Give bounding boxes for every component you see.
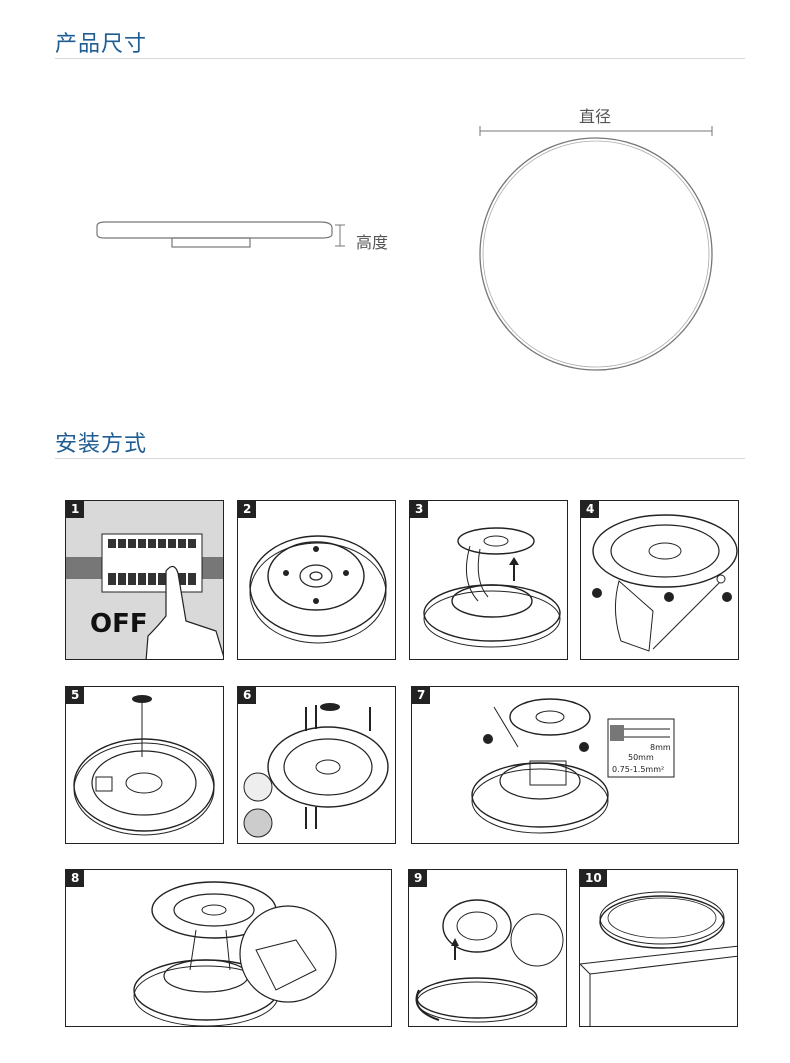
step-5-panel: 5 bbox=[65, 686, 224, 844]
diameter-label: 直径 bbox=[579, 107, 612, 126]
step-number: 10 bbox=[580, 870, 607, 887]
step-number: 1 bbox=[66, 501, 85, 518]
off-label: OFF bbox=[90, 609, 148, 639]
step-number: 8 bbox=[66, 870, 85, 887]
step-number: 7 bbox=[412, 687, 431, 704]
step-3-panel: 3 bbox=[409, 500, 568, 660]
step-number: 5 bbox=[66, 687, 85, 704]
step-2-panel: 2 bbox=[237, 500, 396, 660]
divider bbox=[55, 458, 745, 459]
step-number: 2 bbox=[238, 501, 257, 518]
step-number: 4 bbox=[581, 501, 600, 518]
divider bbox=[55, 58, 745, 59]
step-6-panel: 6 bbox=[237, 686, 396, 844]
wire-length: 50mm bbox=[628, 753, 654, 762]
step-1-panel: 1 OFF bbox=[65, 500, 224, 660]
wire-gauge: 0.75-1.5mm² bbox=[612, 765, 665, 774]
step-4-panel: 4 bbox=[580, 500, 739, 660]
step-7-panel: 7 8mm 50mm 0.75-1.5mm² bbox=[411, 686, 739, 844]
lamp-side-view bbox=[96, 126, 713, 371]
step-8-panel: 8 bbox=[65, 869, 392, 1027]
wire-strip-length: 8mm bbox=[650, 743, 671, 752]
section-title-install: 安装方式 bbox=[55, 432, 148, 457]
height-label: 高度 bbox=[356, 233, 389, 252]
step-number: 9 bbox=[409, 870, 428, 887]
section-title-dimensions: 产品尺寸 bbox=[55, 32, 148, 57]
step-number: 6 bbox=[238, 687, 257, 704]
step-10-panel: 10 bbox=[579, 869, 738, 1027]
step-number: 3 bbox=[410, 501, 429, 518]
step-9-panel: 9 bbox=[408, 869, 567, 1027]
